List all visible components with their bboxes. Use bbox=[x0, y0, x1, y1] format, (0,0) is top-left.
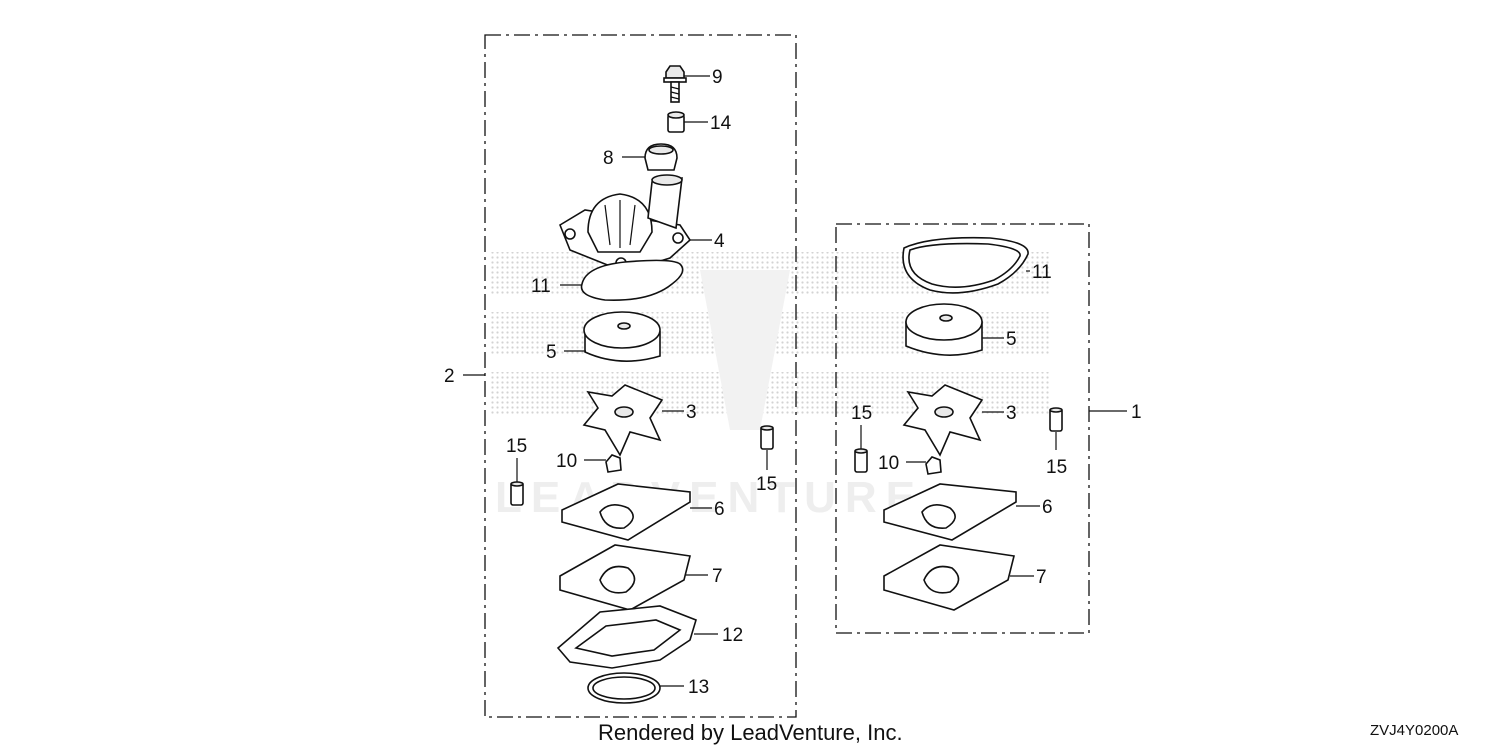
bushing-part-14 bbox=[667, 111, 685, 133]
seal-ring-part-11 bbox=[580, 259, 684, 301]
callout-5-left: 5 bbox=[546, 342, 557, 363]
callout-6-left: 6 bbox=[714, 499, 725, 520]
impeller-insert-part-5 bbox=[583, 311, 661, 362]
dowel-pin-part-15 bbox=[760, 425, 774, 450]
callout-5-right: 5 bbox=[1006, 329, 1017, 350]
gasket-plate-part-6 bbox=[561, 483, 691, 541]
callout-11-right: 11 bbox=[1032, 262, 1052, 283]
callout-13: 13 bbox=[688, 677, 709, 698]
pump-housing-part-4 bbox=[559, 174, 692, 273]
drawing-code: ZVJ4Y0200A bbox=[1370, 722, 1458, 739]
impeller-insert-part-5 bbox=[905, 303, 983, 356]
callout-7-right: 7 bbox=[1036, 567, 1047, 588]
callout-15-right-a: 15 bbox=[851, 403, 872, 424]
impeller-part-3 bbox=[902, 384, 984, 457]
callout-12: 12 bbox=[722, 625, 743, 646]
assembly-1-frame bbox=[835, 223, 1090, 634]
callout-10-left: 10 bbox=[556, 451, 577, 472]
bolt-part-9 bbox=[663, 65, 687, 103]
callout-9: 9 bbox=[712, 67, 723, 88]
callout-4: 4 bbox=[714, 231, 725, 252]
key-part-10 bbox=[925, 456, 942, 475]
gasket-plate-part-6 bbox=[883, 483, 1017, 541]
grommet-part-8 bbox=[644, 143, 678, 171]
assembly-2-frame bbox=[484, 34, 797, 718]
credit-text: Rendered by LeadVenture, Inc. bbox=[598, 720, 903, 745]
callout-15-left-b: 15 bbox=[756, 474, 777, 495]
key-part-10 bbox=[605, 454, 622, 473]
callout-8: 8 bbox=[603, 148, 614, 169]
seal-ring-part-11 bbox=[902, 236, 1029, 294]
callout-15-left-a: 15 bbox=[506, 436, 527, 457]
dowel-pin-part-15 bbox=[854, 448, 868, 473]
housing-gasket-part-12 bbox=[556, 605, 697, 669]
watermark-text: LEADVENTURE bbox=[495, 473, 924, 522]
dowel-pin-part-15 bbox=[1049, 407, 1063, 432]
o-ring-part-13 bbox=[587, 672, 661, 704]
callout-6-right: 6 bbox=[1042, 497, 1053, 518]
callout-3-right: 3 bbox=[1006, 403, 1017, 424]
callout-3-left: 3 bbox=[686, 402, 697, 423]
callout-15-right-b: 15 bbox=[1046, 457, 1067, 478]
callout-10-right: 10 bbox=[878, 453, 899, 474]
callout-assembly-1: 1 bbox=[1131, 402, 1142, 423]
impeller-part-3 bbox=[582, 384, 664, 457]
callout-assembly-2: 2 bbox=[444, 366, 455, 387]
callout-7-left: 7 bbox=[712, 566, 723, 587]
callout-11-left: 11 bbox=[531, 276, 551, 297]
wear-plate-part-7 bbox=[883, 544, 1015, 611]
dowel-pin-part-15 bbox=[510, 481, 524, 506]
wear-plate-part-7 bbox=[559, 544, 691, 611]
callout-14: 14 bbox=[710, 113, 732, 134]
